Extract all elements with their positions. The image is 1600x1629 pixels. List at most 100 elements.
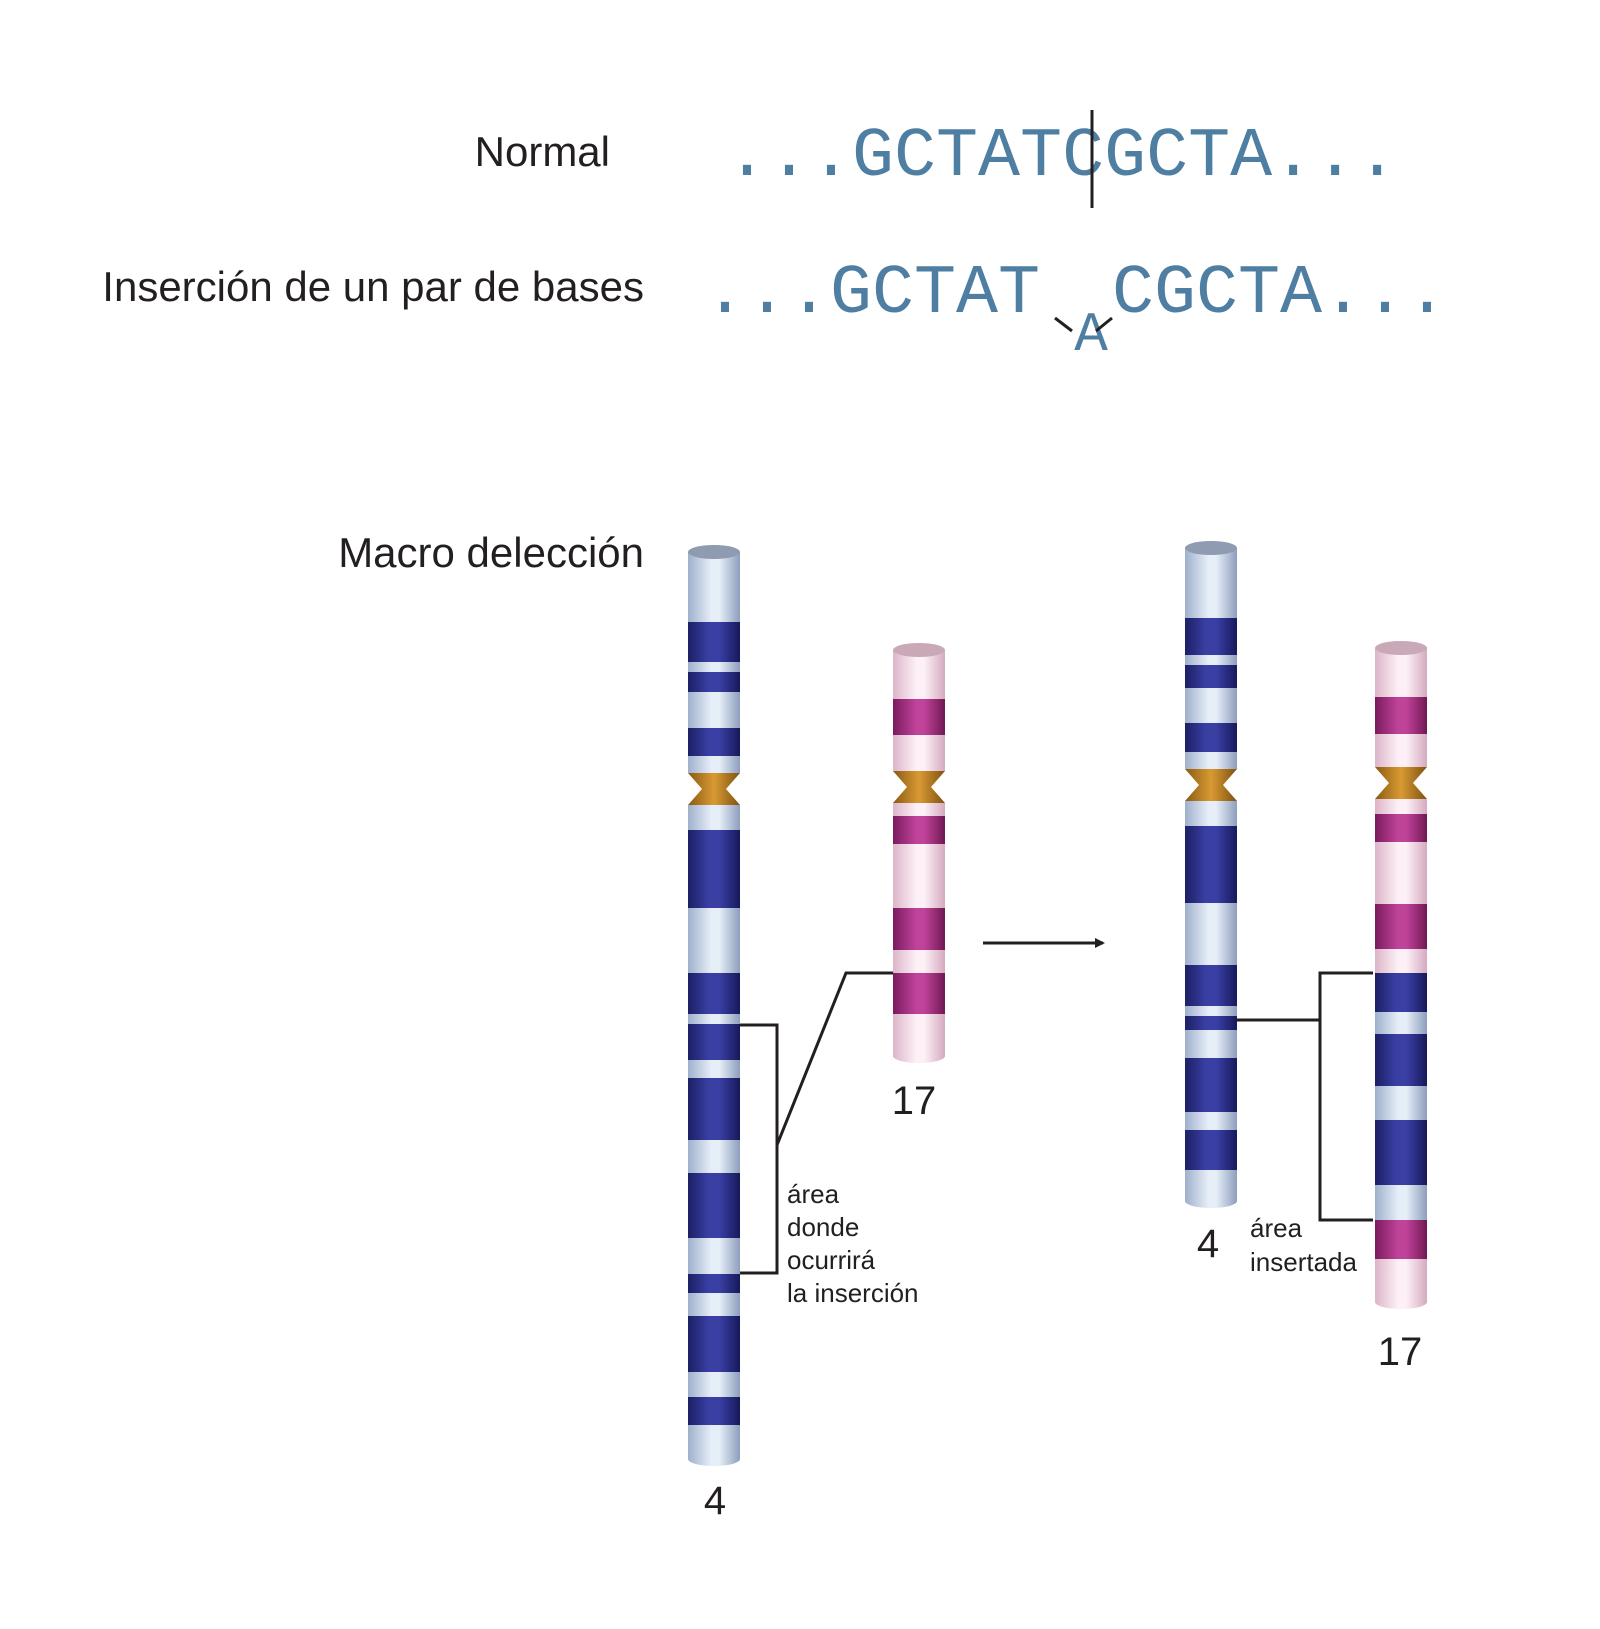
- light-band: [893, 803, 945, 816]
- dark-band: [1375, 973, 1427, 1012]
- insertion-sequence-right: CGCTA...: [1112, 255, 1448, 334]
- light-band: [1375, 1259, 1427, 1302]
- light-band: [1185, 655, 1237, 665]
- before-annotation-line: ocurrirá: [787, 1245, 876, 1275]
- before-annotation-line: área: [787, 1179, 840, 1209]
- normal-label: Normal: [475, 128, 610, 175]
- normal-sequence: ...GCTATCGCTA...: [726, 118, 1398, 197]
- light-band: [688, 662, 740, 672]
- normal-dots-left: ...: [726, 118, 852, 197]
- light-band: [1185, 801, 1237, 826]
- before-annotation-line: la inserción: [787, 1278, 919, 1308]
- normal-dots-right: ...: [1272, 118, 1398, 197]
- dark-band: [1185, 618, 1237, 655]
- light-band: [688, 552, 740, 622]
- before-chromosome-17: [893, 643, 945, 1063]
- dark-band: [893, 699, 945, 735]
- light-band: [688, 1238, 740, 1274]
- dark-band: [1185, 965, 1237, 1006]
- light-band: [1375, 1086, 1427, 1120]
- light-band: [1375, 799, 1427, 814]
- light-band: [893, 735, 945, 771]
- normal-seq-right: CGCTA: [1062, 118, 1272, 197]
- chromosome-cap: [1185, 541, 1237, 555]
- chromosome-cap: [688, 545, 740, 559]
- chromosome-end: [688, 1452, 740, 1466]
- dark-band: [688, 1316, 740, 1372]
- light-band: [1185, 1006, 1237, 1016]
- after-annotation-line: área: [1250, 1213, 1303, 1243]
- after-annotation-line: insertada: [1250, 1247, 1357, 1277]
- before-annotation: área donde ocurrirá la inserción: [787, 1179, 919, 1308]
- light-band: [1375, 648, 1427, 697]
- insertion-row: Inserción de un par de bases ...GCTAT CG…: [102, 255, 1448, 367]
- light-band: [1185, 1112, 1237, 1130]
- insertion-dots-right: ...: [1322, 255, 1448, 334]
- light-band: [688, 908, 740, 973]
- light-band: [688, 1014, 740, 1024]
- light-band: [688, 1140, 740, 1173]
- dark-band: [688, 1078, 740, 1140]
- light-band: [1185, 548, 1237, 618]
- dark-band: [688, 973, 740, 1014]
- insertion-seq-left: GCTAT: [830, 255, 1040, 334]
- dark-band: [1375, 697, 1427, 734]
- dark-band: [1185, 1130, 1237, 1170]
- dark-band: [688, 1274, 740, 1293]
- light-band: [688, 1060, 740, 1078]
- light-band: [1375, 1185, 1427, 1220]
- light-band: [1375, 949, 1427, 973]
- light-band: [1375, 1012, 1427, 1034]
- chromosome-end: [1185, 1194, 1237, 1208]
- insert-caret-left: [1054, 316, 1073, 333]
- light-band: [688, 805, 740, 830]
- dark-band: [1185, 826, 1237, 903]
- centromere: [893, 771, 945, 803]
- dark-band: [1185, 1016, 1237, 1030]
- after-brackets: [1237, 971, 1373, 1222]
- centromere: [688, 773, 740, 805]
- insertion-seq-right: CGCTA: [1112, 255, 1322, 334]
- light-band: [688, 756, 740, 773]
- dark-band: [688, 830, 740, 908]
- after-chr4-label: 4: [1197, 1222, 1219, 1266]
- light-band: [688, 1293, 740, 1316]
- normal-seq-left: GCTAT: [852, 118, 1062, 197]
- dark-band: [1375, 1220, 1427, 1259]
- after-chromosome-17: [1375, 641, 1427, 1309]
- before-chr4-label: 4: [704, 1479, 726, 1523]
- after-chromosome-4: [1185, 541, 1237, 1208]
- dark-band: [688, 672, 740, 692]
- light-band: [893, 950, 945, 973]
- source-connector-line: [775, 971, 893, 1146]
- before-annotation-line: donde: [787, 1212, 859, 1242]
- light-band: [1375, 734, 1427, 767]
- dark-band: [1185, 723, 1237, 752]
- dark-band: [1185, 665, 1237, 688]
- macro-label: Macro delección: [338, 529, 644, 576]
- dark-band: [893, 973, 945, 1014]
- dark-band: [1185, 1058, 1237, 1112]
- before-chr17-label: 17: [892, 1079, 937, 1123]
- light-band: [1375, 842, 1427, 904]
- dark-band: [688, 1397, 740, 1425]
- light-band: [1185, 752, 1237, 769]
- normal-row: Normal ...GCTATCGCTA...: [475, 110, 1398, 208]
- light-band: [688, 1372, 740, 1397]
- chromosome-cap: [893, 643, 945, 657]
- light-band: [1185, 688, 1237, 723]
- after-annotation: área insertada: [1250, 1213, 1357, 1277]
- dark-band: [893, 816, 945, 844]
- light-band: [893, 844, 945, 908]
- centromere: [1185, 769, 1237, 801]
- dark-band: [688, 622, 740, 662]
- dark-band: [1375, 814, 1427, 842]
- insertion-sequence-left: ...GCTAT: [704, 255, 1040, 334]
- dark-band: [688, 1024, 740, 1060]
- light-band: [1185, 903, 1237, 965]
- light-band: [893, 650, 945, 699]
- dark-band: [1375, 904, 1427, 949]
- insertion-dots-left: ...: [704, 255, 830, 334]
- light-band: [1185, 1030, 1237, 1058]
